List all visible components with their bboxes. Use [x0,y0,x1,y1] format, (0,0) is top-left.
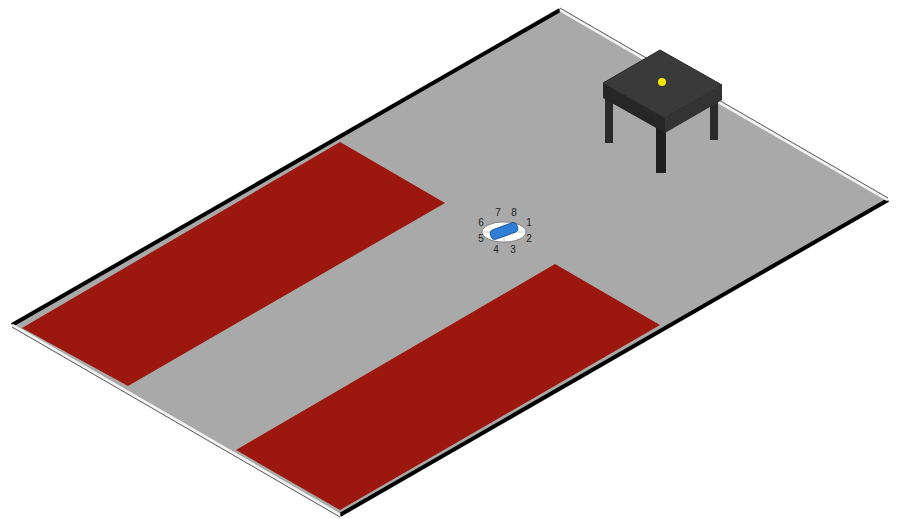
wall-edge [560,8,888,198]
wall-edge [12,10,560,325]
table [603,50,722,173]
sensor-number: 6 [478,218,484,228]
sensor-number: 8 [511,208,517,218]
wall-edge [12,327,340,517]
wall-edge [340,200,888,515]
sensor-number: 3 [510,245,516,255]
wall-edge [560,10,888,200]
robot [482,222,526,242]
sensor-number: 4 [493,245,499,255]
red-zone [22,142,445,386]
sensor-number: 2 [526,234,532,244]
wall-edge [12,325,340,515]
red-zone [236,264,660,510]
arena-floor [12,10,888,515]
sensor-number: 1 [526,218,532,228]
sensor-number: 5 [478,234,484,244]
sensor-number: 7 [495,208,501,218]
target-dot [658,78,666,86]
